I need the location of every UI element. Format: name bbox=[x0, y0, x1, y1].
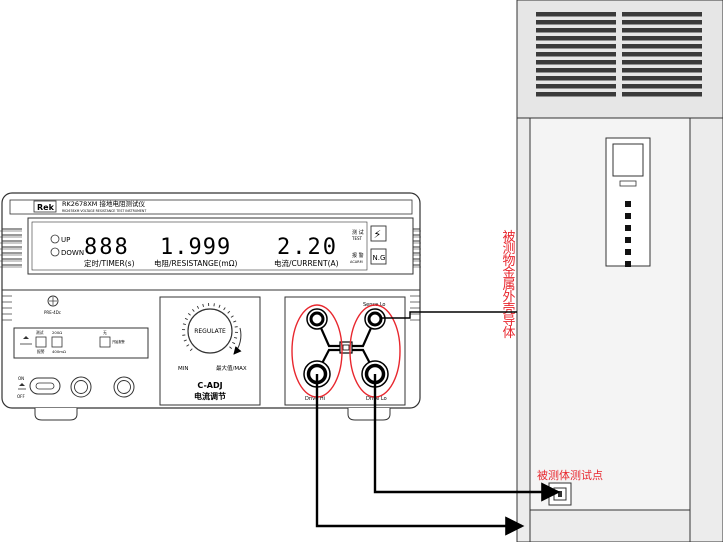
adj-title-cn: 电流调节 bbox=[194, 391, 226, 401]
down-label: DOWN bbox=[61, 249, 84, 257]
drive-lo-label: Drive Lo bbox=[366, 396, 387, 402]
cabinet-top-section bbox=[516, 0, 723, 119]
cabinet-base bbox=[529, 509, 691, 542]
regulate-knob[interactable] bbox=[187, 308, 233, 354]
side-grip-left bbox=[0, 228, 22, 321]
max-label: 最大值/MAX bbox=[216, 364, 247, 372]
resistance-value: 1.999 bbox=[160, 235, 231, 260]
switch-label-test: 测试 bbox=[36, 330, 44, 335]
power-off-label: OFF bbox=[17, 394, 25, 399]
up-label: UP bbox=[61, 236, 70, 244]
model-subtitle: RK2678XM VOLTAGE RESISTANCE TEST INSTRUM… bbox=[62, 209, 146, 213]
test-switch[interactable] bbox=[35, 336, 47, 348]
instrument: Rek RK2678XM 接地电阻测试仪 RK2678XM VOLTAGE RE… bbox=[0, 192, 421, 421]
adj-title: C-ADJ bbox=[197, 381, 222, 390]
title-strip bbox=[9, 199, 413, 215]
panel-window bbox=[612, 143, 644, 177]
model-title: RK2678XM 接地电阻测试仪 bbox=[62, 199, 145, 208]
test-label-en: TEST bbox=[351, 236, 363, 241]
lightning-icon: ⚡ bbox=[374, 228, 382, 241]
range-switch[interactable] bbox=[51, 336, 63, 348]
current-value: 2.20 bbox=[277, 235, 338, 260]
dut-label: 被测物金属外壳导体 bbox=[502, 230, 515, 341]
foot-left bbox=[34, 408, 78, 421]
test-point-label: 被测体测试点 bbox=[537, 468, 603, 482]
cabinet-vent-grille bbox=[536, 12, 702, 97]
timer-label: 定时/TIMER(s) bbox=[84, 258, 135, 268]
current-label: 电流/CURRENT(A) bbox=[274, 258, 339, 268]
drive-hi-label: Drive Hi bbox=[305, 396, 325, 402]
cabinet: 被测物金属外壳导体 被测体测试点 bbox=[502, 0, 723, 542]
resistance-label: 电阻/RESISTANGE(mΩ) bbox=[154, 258, 237, 268]
panel-buttons bbox=[625, 201, 631, 267]
test-key[interactable] bbox=[370, 225, 387, 242]
drive-lo-wire bbox=[373, 374, 561, 502]
pre-adc-label: PRE-4Dc bbox=[44, 310, 61, 315]
alarm-label-cn: 报 警 bbox=[352, 252, 364, 259]
alarm-switch[interactable] bbox=[99, 336, 111, 348]
drive-hi-wire bbox=[315, 374, 525, 536]
min-label: MIN bbox=[178, 366, 188, 372]
brand-text: Rek bbox=[37, 203, 55, 212]
rotate-arrow-icon bbox=[233, 327, 242, 355]
up-indicator bbox=[50, 234, 60, 244]
switch-label-alarm: 报警 bbox=[37, 349, 45, 354]
test-point-socket bbox=[548, 482, 572, 506]
switch-label-none: 无 bbox=[103, 330, 107, 335]
foot-right bbox=[347, 408, 391, 421]
regulate-label: REGULATE bbox=[194, 328, 226, 335]
brand-logo bbox=[33, 200, 57, 213]
timer-value: 888 bbox=[84, 235, 130, 260]
power-on-label: ON bbox=[18, 376, 24, 381]
ng-key-label: N.G bbox=[373, 254, 386, 262]
knob-ticks bbox=[182, 303, 238, 352]
switch-panel bbox=[13, 327, 149, 359]
switch-label-start-alarm: 开始报警 bbox=[112, 339, 126, 344]
panel-slot bbox=[619, 180, 637, 187]
sense-lo-wire bbox=[381, 311, 517, 319]
switch-label-400mohm: 400mΩ bbox=[52, 349, 66, 354]
down-indicator bbox=[50, 247, 60, 257]
test-label-cn: 测 试 bbox=[352, 229, 364, 236]
ng-key[interactable] bbox=[370, 248, 387, 265]
alarm-label-en: ACARM bbox=[350, 260, 363, 264]
switch-label-200ohm: 200Ω bbox=[52, 330, 62, 335]
display-window bbox=[31, 221, 368, 271]
